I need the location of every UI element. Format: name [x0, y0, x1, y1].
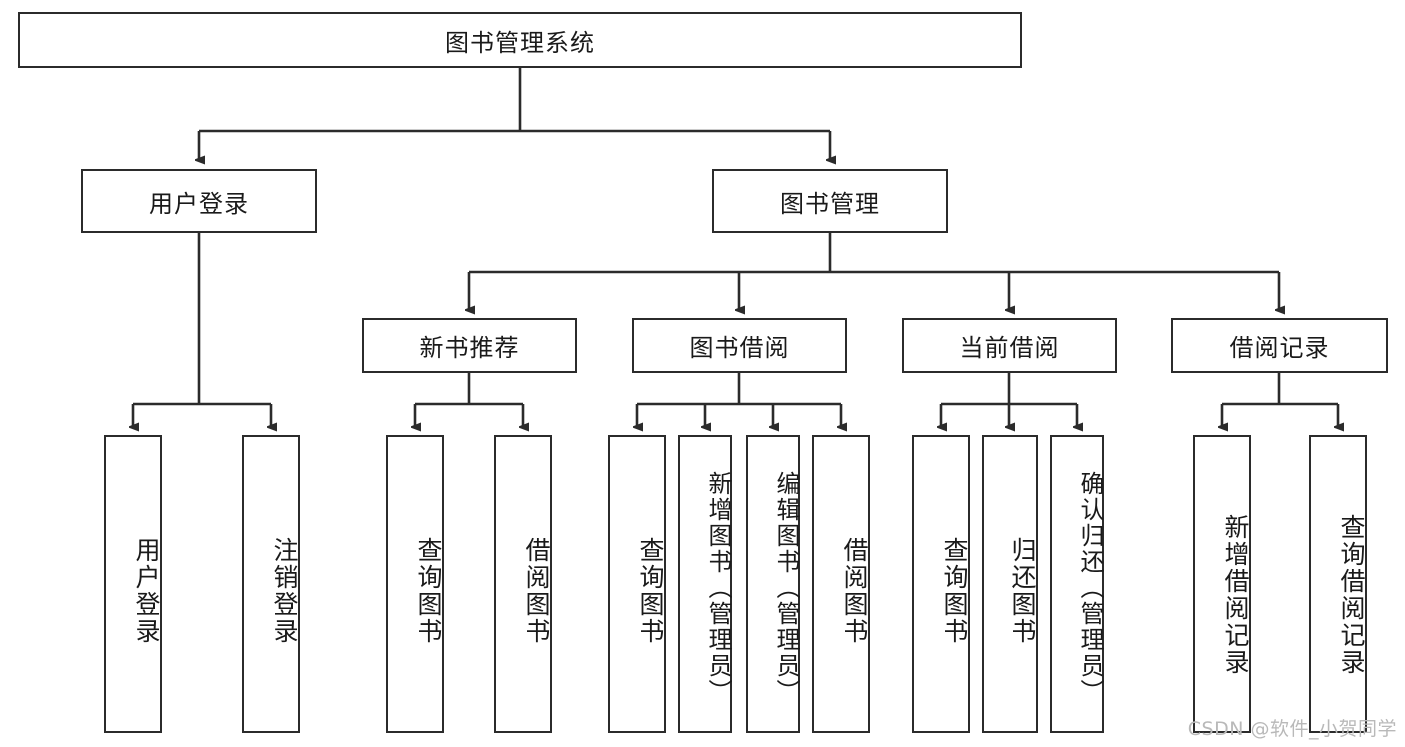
node-label: 当前借阅 [959, 334, 1060, 362]
node-leaf-borrow-book[interactable]: 借阅图书 [812, 435, 870, 733]
node-leaf-query-book-recommend[interactable]: 查询图书 [386, 435, 444, 733]
node-leaf-borrow-book-recommend[interactable]: 借阅图书 [494, 435, 552, 733]
node-label: 图书管理系统 [445, 28, 595, 57]
node-book-borrow[interactable]: 图书借阅 [632, 318, 847, 373]
watermark-text: CSDN @软件_小贺同学 [1187, 718, 1397, 740]
node-label: 新书推荐 [419, 334, 520, 362]
node-label: 借阅记录 [1229, 334, 1330, 362]
node-leaf-add-book-admin[interactable]: 新增图书（管理员） [678, 435, 732, 733]
node-leaf-edit-book-admin[interactable]: 编辑图书（管理员） [746, 435, 800, 733]
node-label: 确认归还（管理员） [1076, 471, 1104, 705]
node-leaf-return-book[interactable]: 归还图书 [982, 435, 1038, 733]
node-leaf-logout[interactable]: 注销登录 [242, 435, 300, 733]
node-label: 查询借阅记录 [1337, 514, 1366, 676]
node-label: 图书管理 [780, 189, 880, 218]
node-label: 查询图书 [414, 537, 443, 645]
node-label: 查询图书 [940, 537, 969, 645]
node-label: 编辑图书（管理员） [772, 471, 800, 705]
node-label: 图书借阅 [689, 334, 790, 362]
node-label: 查询图书 [636, 537, 665, 645]
node-root-system[interactable]: 图书管理系统 [18, 12, 1022, 68]
node-current-borrow[interactable]: 当前借阅 [902, 318, 1117, 373]
node-leaf-query-borrow-record[interactable]: 查询借阅记录 [1309, 435, 1367, 733]
node-label: 新增借阅记录 [1221, 514, 1250, 676]
node-label: 用户登录 [149, 189, 249, 218]
node-new-book-recommend[interactable]: 新书推荐 [362, 318, 577, 373]
node-label: 注销登录 [270, 537, 299, 645]
node-label: 新增图书（管理员） [704, 471, 732, 705]
node-leaf-query-book-current[interactable]: 查询图书 [912, 435, 970, 733]
node-borrow-record[interactable]: 借阅记录 [1171, 318, 1388, 373]
node-book-management[interactable]: 图书管理 [712, 169, 948, 233]
node-leaf-confirm-return-admin[interactable]: 确认归还（管理员） [1050, 435, 1104, 733]
node-label: 借阅图书 [522, 537, 551, 645]
node-leaf-add-borrow-record[interactable]: 新增借阅记录 [1193, 435, 1251, 733]
node-leaf-query-book-borrow[interactable]: 查询图书 [608, 435, 666, 733]
node-user-login[interactable]: 用户登录 [81, 169, 317, 233]
node-label: 归还图书 [1008, 537, 1037, 645]
node-label: 用户登录 [132, 537, 161, 645]
node-leaf-user-login[interactable]: 用户登录 [104, 435, 162, 733]
node-label: 借阅图书 [840, 537, 869, 645]
